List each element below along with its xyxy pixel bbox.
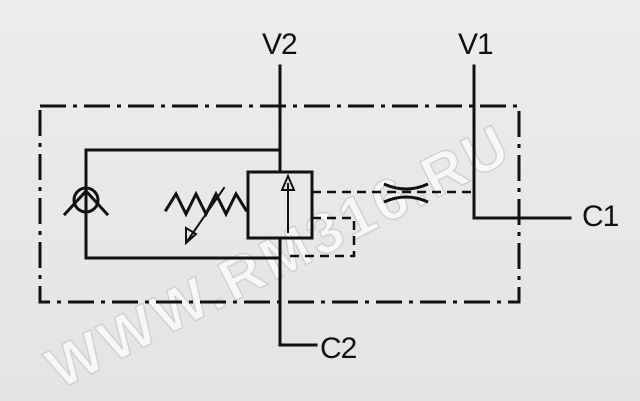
port-label-v2: V2 xyxy=(262,28,297,61)
pilot-line-lower xyxy=(284,216,356,258)
port-label-v1: V1 xyxy=(458,28,493,61)
adjustable-spring xyxy=(163,186,249,246)
port-label-c1: C1 xyxy=(582,200,619,233)
c2-line xyxy=(278,236,318,347)
check-valve xyxy=(62,186,110,217)
orifice xyxy=(383,182,429,204)
port-label-c2: C2 xyxy=(320,332,357,365)
main-loop xyxy=(84,148,282,260)
valve-spool xyxy=(246,170,314,240)
v1-c1-line xyxy=(472,64,572,220)
